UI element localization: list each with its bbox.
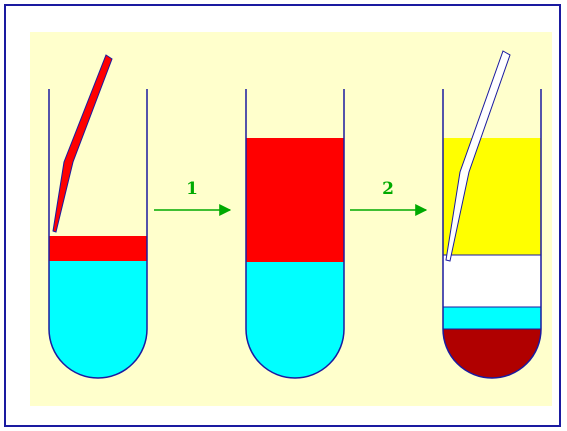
tube-3-cyan-layer <box>443 307 541 329</box>
tube-2-red-layer <box>246 138 344 262</box>
step-2-arrow-group: 2 <box>350 179 428 216</box>
tube-3-empty-pipette <box>445 50 511 262</box>
tube-1-outline <box>48 89 148 379</box>
tube-3 <box>442 50 542 379</box>
separation-diagram: 1 2 <box>30 32 552 406</box>
tube-2-outline <box>245 89 345 379</box>
tube-1-red-pipette <box>52 54 113 233</box>
step-2-label: 2 <box>382 179 394 199</box>
tube-1-red-layer <box>49 236 147 261</box>
step-1-label: 1 <box>186 179 198 199</box>
tube-2 <box>245 89 345 379</box>
tube-3-outline <box>442 89 542 379</box>
tube-1-cyan-layer <box>49 261 147 378</box>
diagram-frame: 1 2 <box>4 4 561 427</box>
tube-3-white-layer <box>443 255 541 307</box>
step-1-arrow-group: 1 <box>154 179 232 216</box>
tube-2-cyan-layer <box>246 262 344 378</box>
tube-1 <box>48 54 148 379</box>
